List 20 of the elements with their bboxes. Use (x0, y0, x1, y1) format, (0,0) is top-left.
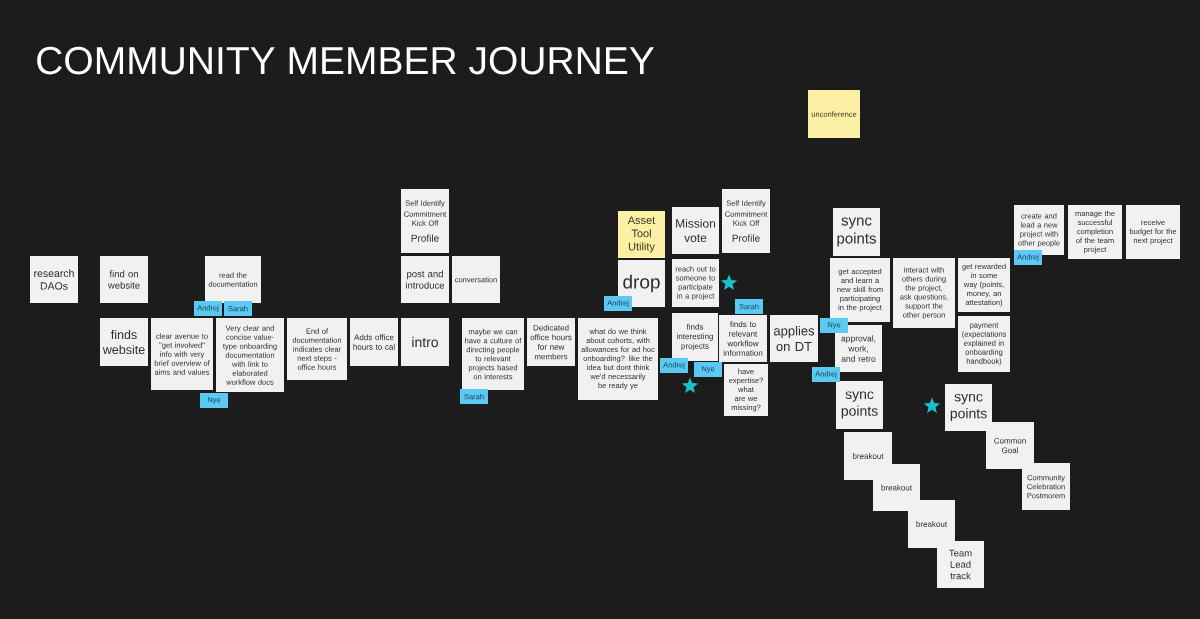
sticky-note: post and introduce (401, 256, 449, 303)
sticky-note: applies on DT (770, 315, 818, 362)
sticky-note: Dedicated office hours for new members (527, 318, 575, 366)
sticky-note: intro (401, 318, 449, 366)
sticky-note: finds to relevant workflow information (719, 315, 767, 362)
sticky-note: breakout (908, 500, 955, 548)
sticky-note: sync points (836, 381, 883, 429)
sticky-note: finds website (100, 318, 148, 366)
sticky-note: finds interesting projects (672, 313, 718, 361)
sticky-note: find on website (100, 256, 148, 303)
sticky-note: sync points (833, 208, 880, 256)
sticky-note: Team Lead track (937, 541, 984, 588)
sticky-note: Adds office hours to cal (350, 318, 398, 366)
title: COMMUNITY MEMBER JOURNEY (37, 46, 654, 75)
sticky-note: Mission vote (672, 207, 719, 254)
sticky-note: Common Goal (986, 422, 1034, 469)
sticky-note: breakout (873, 464, 920, 511)
sticky-note: research DAOs (30, 256, 78, 303)
sticky-note: sync points (945, 384, 992, 431)
sticky-note: Asset Tool Utility (618, 211, 665, 258)
